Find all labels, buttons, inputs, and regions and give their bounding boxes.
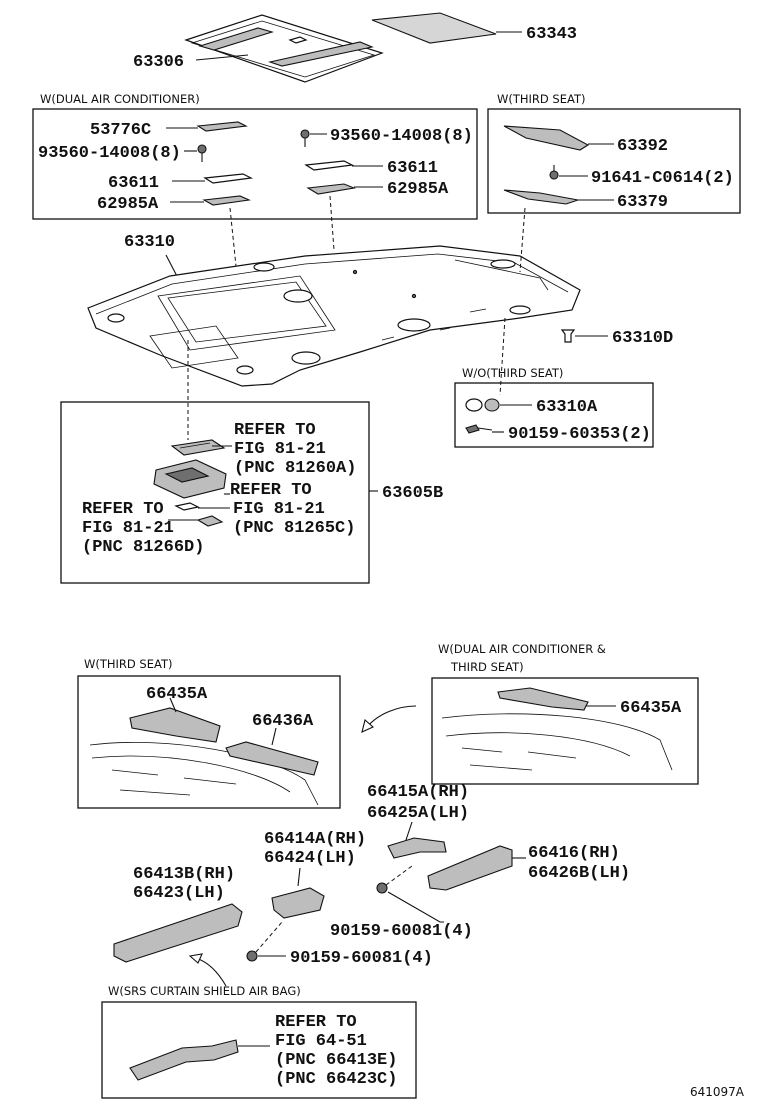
box-wo-third-seat	[454, 382, 654, 448]
part-66435a-left	[129, 707, 221, 743]
label-93560-left: 93560-14008(8)	[38, 144, 181, 163]
refer-2-line-2: FIG 81-21	[233, 500, 325, 519]
part-62985a-left	[202, 195, 251, 206]
label-93560-right: 93560-14008(8)	[330, 127, 473, 146]
label-66435a-right: 66435A	[620, 699, 682, 718]
screw-90159-60081-b	[246, 950, 258, 962]
refer-1-line-1: REFER TO	[234, 421, 316, 440]
refer-4-line-2: FIG 64-51	[275, 1032, 367, 1051]
part-63379	[503, 189, 579, 205]
label-53776c: 53776C	[90, 121, 151, 140]
label-66415a: 66415A(RH)	[367, 783, 469, 802]
refer-4-line-1: REFER TO	[275, 1013, 357, 1032]
screw-90159-60353	[465, 424, 493, 434]
figure-id: 641097A	[690, 1085, 745, 1099]
refer-3-line-1: REFER TO	[82, 500, 164, 519]
label-66416: 66416(RH)	[528, 844, 620, 863]
label-66425a: 66425A(LH)	[367, 804, 469, 823]
label-66436a: 66436A	[252, 712, 314, 731]
part-66415a	[387, 837, 447, 859]
part-53776c	[196, 121, 248, 132]
part-63310a	[465, 398, 500, 412]
caption-wo-third-seat: W/O(THIRD SEAT)	[462, 366, 563, 380]
caption-dual-air: W(DUAL AIR CONDITIONER)	[40, 92, 200, 106]
refer-1-line-3: (PNC 81260A)	[234, 459, 356, 478]
roof-sketch-right	[441, 713, 673, 771]
lamp-81260a	[170, 439, 226, 456]
box-dual-air	[32, 108, 478, 220]
roof-sketch-left	[89, 741, 319, 806]
label-90159-60081-a: 90159-60081(4)	[330, 922, 473, 941]
refer-3-line-2: FIG 81-21	[82, 519, 174, 538]
caption-srs: W(SRS CURTAIN SHIELD AIR BAG)	[108, 984, 301, 998]
clip-63310d	[560, 329, 576, 343]
label-63379: 63379	[617, 193, 668, 212]
label-62985a-left: 62985A	[97, 195, 159, 214]
label-66426b: 66426B(LH)	[528, 864, 630, 883]
part-63611-right	[304, 160, 355, 171]
screw-93560-right	[300, 129, 310, 147]
screw-90159-60081-a	[376, 882, 388, 894]
part-66414a	[271, 887, 325, 919]
label-63392: 63392	[617, 137, 668, 156]
label-63310d: 63310D	[612, 329, 673, 348]
refer-1-line-2: FIG 81-21	[234, 440, 326, 459]
label-63310: 63310	[124, 233, 175, 252]
label-63310a: 63310A	[536, 398, 598, 417]
caption-third-seat-bottom: W(THIRD SEAT)	[84, 657, 172, 671]
label-63343: 63343	[526, 25, 577, 44]
headliner-63310	[87, 245, 581, 387]
screw-93560-left	[197, 144, 207, 162]
box-third-seat-top	[487, 108, 741, 214]
part-63611-left	[203, 173, 254, 184]
label-66424: 66424(LH)	[264, 849, 356, 868]
label-63306: 63306	[133, 53, 184, 72]
part-66413b	[113, 903, 243, 963]
console-81265c	[153, 459, 227, 499]
refer-3-line-3: (PNC 81266D)	[82, 538, 204, 557]
part-srs-bracket	[129, 1039, 239, 1081]
label-66423: 66423(LH)	[133, 884, 225, 903]
box-dual-air-third	[431, 677, 699, 785]
label-62985a-right: 62985A	[387, 180, 449, 199]
label-63611-right: 63611	[387, 159, 438, 178]
refer-2-line-3: (PNC 81265C)	[233, 519, 355, 538]
label-63605b: 63605B	[382, 484, 443, 503]
caption-dual-air-third-2: THIRD SEAT)	[450, 660, 524, 674]
label-66435a-left: 66435A	[146, 685, 208, 704]
sunshade-panel-63306	[184, 14, 384, 83]
part-63392	[503, 125, 590, 151]
box-srs	[101, 1001, 417, 1099]
refer-2-line-1: REFER TO	[230, 481, 312, 500]
box-63605b	[60, 401, 370, 584]
label-66414a: 66414A(RH)	[264, 830, 366, 849]
refer-4-line-3: (PNC 66413E)	[275, 1051, 397, 1070]
label-91641: 91641-C0614(2)	[591, 169, 734, 188]
part-66416	[427, 845, 513, 891]
caption-third-seat-top: W(THIRD SEAT)	[497, 92, 585, 106]
label-90159-60353: 90159-60353(2)	[508, 425, 651, 444]
screw-91641	[549, 165, 559, 180]
label-63611-left: 63611	[108, 174, 159, 193]
part-66436a	[225, 741, 319, 776]
label-66413b: 66413B(RH)	[133, 865, 235, 884]
part-81266d	[196, 515, 224, 527]
part-62985a-right	[306, 183, 357, 195]
refer-4-line-4: (PNC 66423C)	[275, 1070, 397, 1089]
box-third-seat-bottom	[77, 675, 341, 809]
part-gasket	[174, 502, 200, 511]
label-90159-60081-b: 90159-60081(4)	[290, 949, 433, 968]
part-66435a-right	[497, 687, 589, 711]
caption-dual-air-third-1: W(DUAL AIR CONDITIONER &	[438, 642, 606, 656]
sunshade-cover-63343	[371, 12, 497, 44]
